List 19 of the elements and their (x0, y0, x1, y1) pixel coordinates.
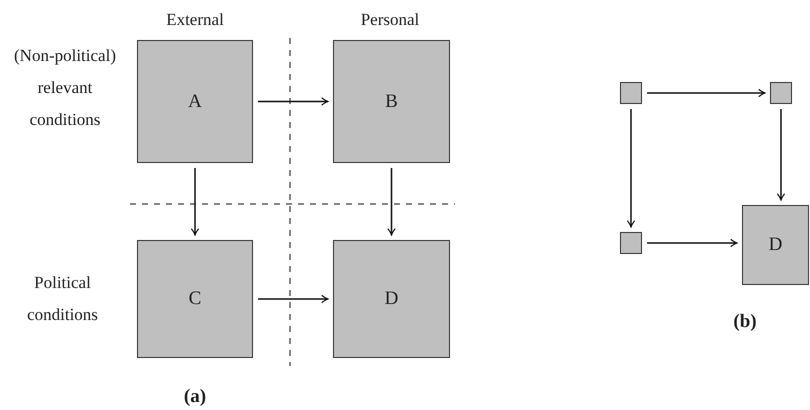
empty-box (770, 82, 792, 104)
empty-box (620, 232, 642, 254)
process-box (333, 240, 450, 358)
panel-caption: (b) (732, 310, 758, 334)
process-box (137, 40, 253, 163)
process-box (333, 40, 450, 163)
node-label: B (385, 90, 398, 112)
empty-box (620, 82, 642, 104)
row-label: Political conditions (26, 272, 99, 326)
panel-caption: (a) (182, 385, 208, 409)
column-header: Personal (360, 9, 420, 31)
node-label: D (384, 288, 398, 310)
column-header: External (165, 9, 225, 31)
node-label: D (768, 234, 782, 256)
node-label: A (188, 90, 202, 112)
row-label: (Non-political) relevant conditions (13, 45, 117, 131)
process-box (137, 240, 253, 358)
process-box (742, 205, 809, 285)
node-label: C (188, 288, 202, 310)
